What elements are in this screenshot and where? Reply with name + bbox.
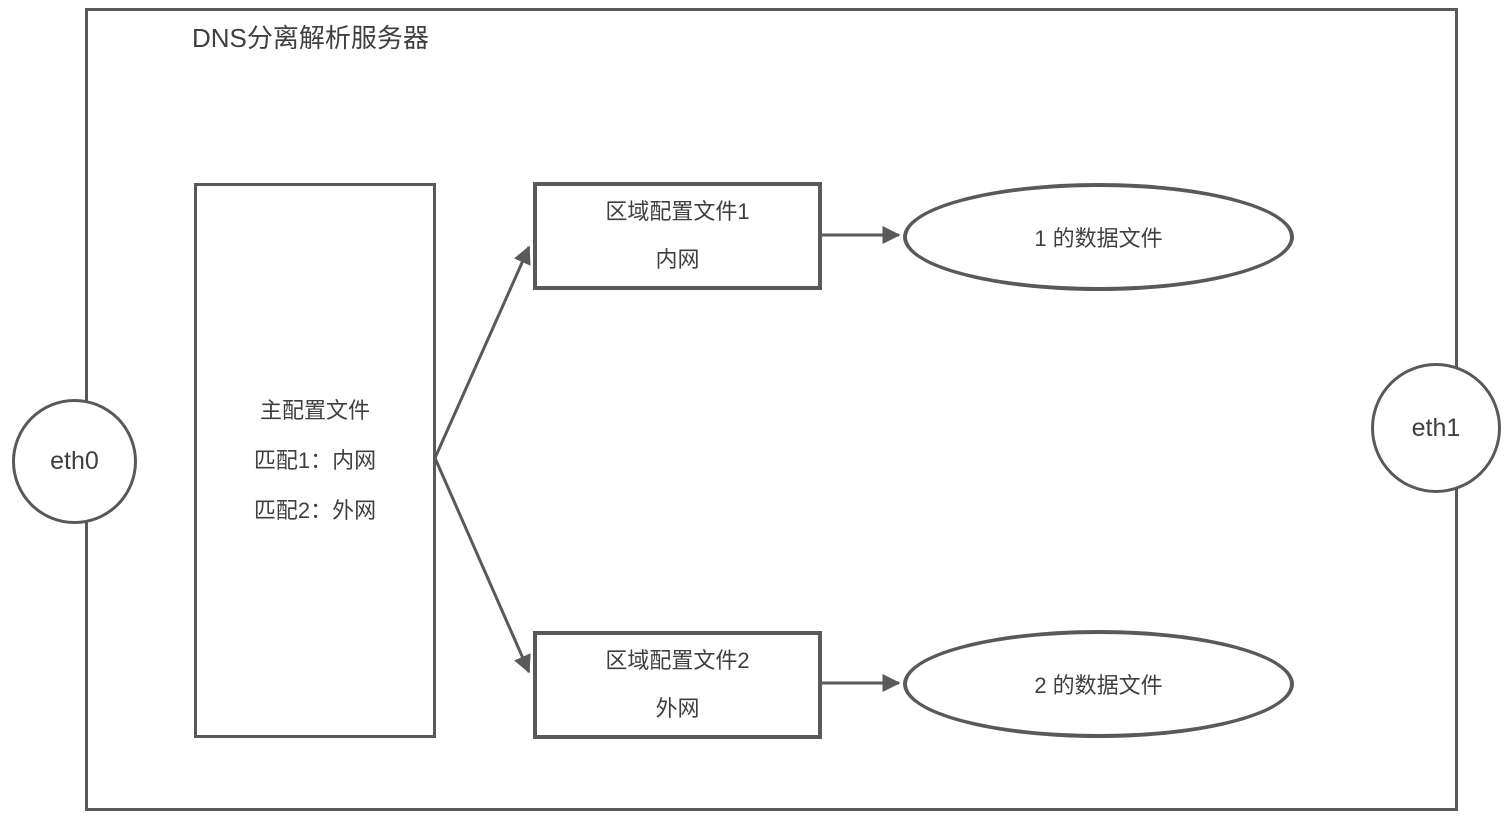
eth1-label: eth1 bbox=[1411, 413, 1461, 442]
data-file-1-label: 1 的数据文件 bbox=[1034, 226, 1163, 251]
diagram-title: DNS分离解析服务器 bbox=[192, 23, 429, 53]
eth1-interface-node: eth1 bbox=[1371, 363, 1501, 493]
eth0-interface-node: eth0 bbox=[12, 399, 137, 524]
eth0-label: eth0 bbox=[50, 447, 99, 475]
main-config-node: 主配置文件 匹配1：内网 匹配2：外网 bbox=[194, 183, 436, 738]
main-config-title: 主配置文件 bbox=[259, 397, 370, 423]
zone-config-2-node: 区域配置文件2 外网 bbox=[533, 631, 822, 739]
main-config-match2: 匹配2：外网 bbox=[253, 497, 377, 523]
data-file-1-node: 1 的数据文件 bbox=[903, 183, 1294, 291]
zone-config-2-subtitle: 外网 bbox=[655, 696, 700, 721]
zone-config-2-title: 区域配置文件2 bbox=[605, 648, 750, 673]
zone-config-1-subtitle: 内网 bbox=[655, 247, 700, 272]
data-file-2-label: 2 的数据文件 bbox=[1034, 673, 1163, 698]
zone-config-1-node: 区域配置文件1 内网 bbox=[533, 182, 822, 290]
zone-config-1-title: 区域配置文件1 bbox=[605, 199, 750, 224]
main-config-match1: 匹配1：内网 bbox=[253, 447, 377, 473]
data-file-2-node: 2 的数据文件 bbox=[903, 630, 1294, 738]
